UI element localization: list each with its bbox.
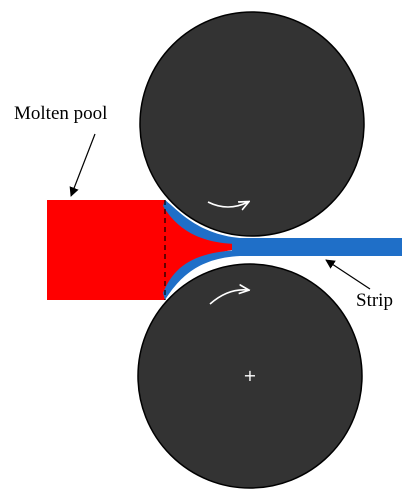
curved-arrow-clockwise-icon — [207, 202, 248, 207]
top-roll-body — [139, 11, 365, 237]
molten-pool-callout-arrow — [69, 133, 96, 197]
roll-center-mark: + — [243, 366, 256, 385]
molten-pool-label: Molten pool — [14, 103, 107, 124]
top-roll — [139, 11, 365, 237]
curved-arrow-counterclockwise-icon — [209, 290, 248, 305]
bottom-roll-body — [137, 263, 363, 489]
strip-callout-arrow — [325, 259, 371, 290]
strip — [232, 238, 402, 256]
strip-label: Strip — [356, 290, 393, 311]
bottom-roll: + — [137, 263, 363, 489]
